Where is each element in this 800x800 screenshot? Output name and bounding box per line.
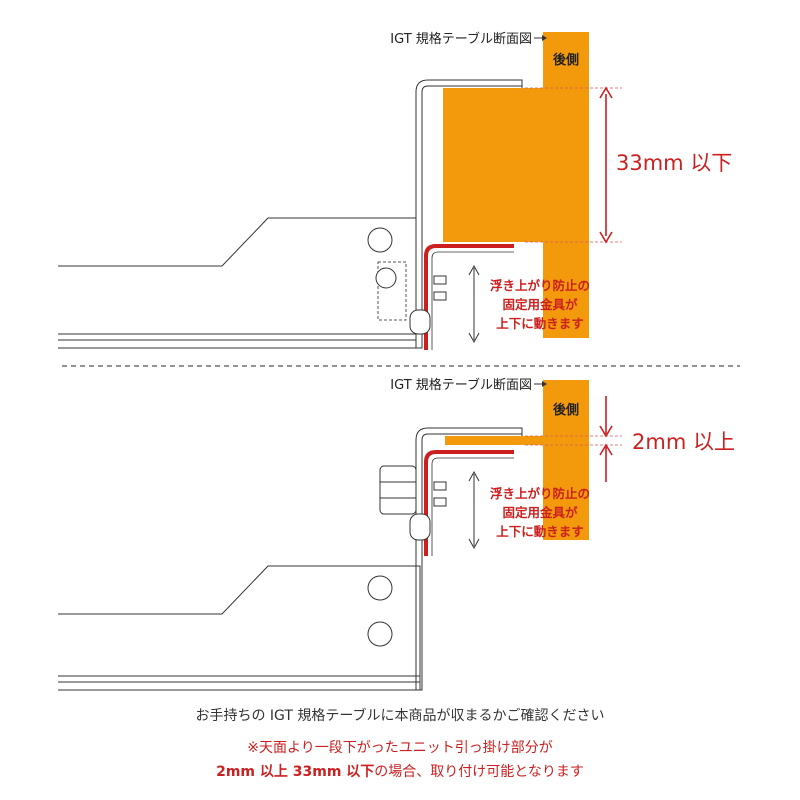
- section-label: IGT 規格テーブル断面図: [390, 31, 532, 47]
- movement-arrow: [468, 470, 480, 550]
- fixture-bracket-red: [424, 450, 514, 556]
- top-plate: [415, 79, 523, 349]
- back-label: 後側: [553, 402, 579, 418]
- dimension-label: 2mm 以上: [632, 430, 735, 454]
- back-post: [543, 380, 589, 540]
- screw-hole: [367, 227, 393, 253]
- screw-hole: [367, 621, 393, 647]
- dimension-label: 33mm 以下: [616, 151, 732, 175]
- table-rail: [58, 217, 421, 349]
- top-panel: IGT 規格テーブル断面図 後側 33mm 以下 浮き上がり防止の 固定用金具が…: [58, 31, 732, 350]
- section-label: IGT 規格テーブル断面図: [390, 377, 532, 393]
- bottom-panel: IGT 規格テーブル断面図 後側 2mm 以上 浮き上がり防止の 固定用金具が …: [58, 377, 735, 691]
- footer-condition: の場合、取り付け可能となります: [374, 764, 584, 780]
- fixture-note-line3: 上下に動きます: [496, 316, 584, 331]
- fixture-note-line2: 固定用金具が: [502, 505, 578, 520]
- footer-note-1: お手持ちの IGT 規格テーブルに本商品が収まるかご確認ください: [195, 708, 605, 724]
- dimension-arrow: [599, 396, 613, 482]
- footer-note-2: ※天面より一段下がったユニット引っ掛け部分が: [247, 740, 553, 756]
- footer-note-3: 2mm 以上 33mm 以下の場合、取り付け可能となります: [0, 762, 800, 782]
- screw: [379, 465, 447, 541]
- fixture-note-line1: 浮き上がり防止の: [490, 486, 590, 501]
- unit-block: [443, 88, 589, 242]
- back-label: 後側: [553, 52, 579, 68]
- fixture-note-line1: 浮き上がり防止の: [490, 278, 590, 293]
- footer-range: 2mm 以上 33mm 以下: [216, 764, 375, 780]
- table-rail: [58, 565, 421, 691]
- fixture-bracket-red: [424, 244, 514, 350]
- fixture-note-line2: 固定用金具が: [502, 297, 578, 312]
- screw-outline: [375, 261, 447, 335]
- screw-hole: [367, 575, 393, 601]
- dimension-arrow: [599, 86, 613, 244]
- unit-plate: [445, 436, 589, 445]
- movement-arrow: [468, 264, 480, 344]
- fixture-note-line3: 上下に動きます: [496, 524, 584, 539]
